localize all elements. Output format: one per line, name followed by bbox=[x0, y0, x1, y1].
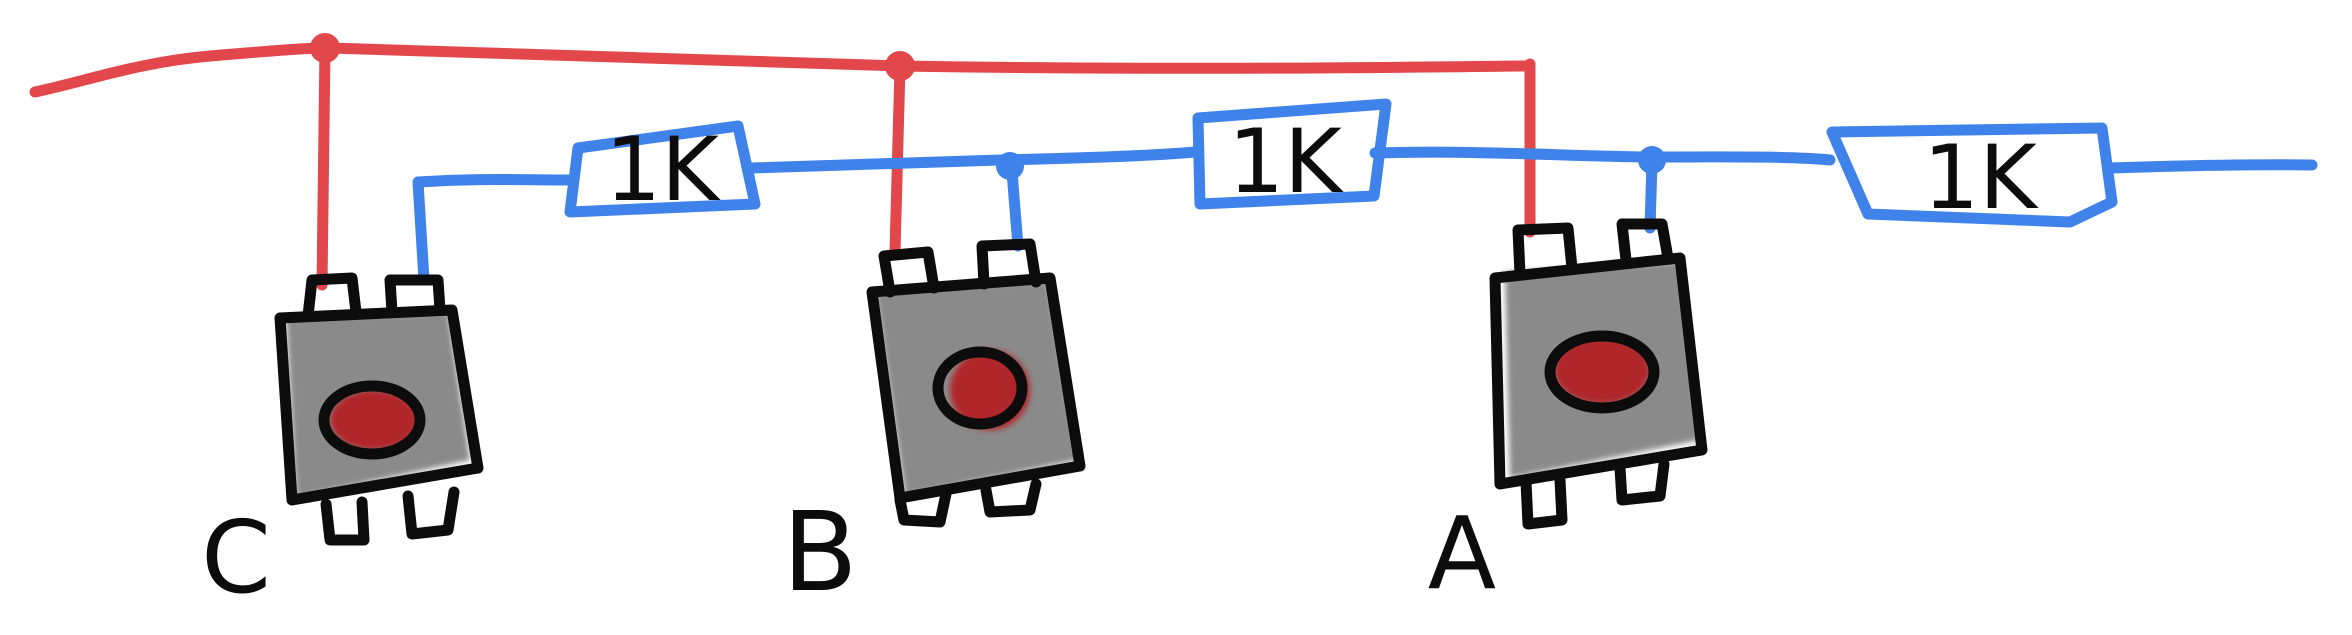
resistor-3: 1K bbox=[1826, 122, 2118, 229]
junction-dot bbox=[1638, 146, 1666, 174]
button-label-c: C bbox=[201, 499, 271, 616]
junction-dot bbox=[310, 33, 340, 63]
push-button-b bbox=[866, 238, 1086, 528]
resistor-1: 1K bbox=[564, 118, 761, 221]
resistor-label: 1K bbox=[1923, 126, 2039, 229]
signal-line bbox=[412, 146, 2318, 286]
power-drop-c bbox=[316, 42, 331, 291]
signal-drop-b bbox=[1006, 166, 1024, 252]
junction-dot bbox=[996, 152, 1024, 180]
button-label-a: A bbox=[1428, 495, 1496, 612]
resistor-label: 1K bbox=[605, 118, 721, 221]
junction-dot bbox=[885, 51, 915, 81]
push-button-a bbox=[1489, 218, 1708, 530]
resistor-2: 1K bbox=[1192, 98, 1392, 213]
push-button-c bbox=[274, 272, 484, 546]
button-cap bbox=[330, 390, 418, 450]
resistor-label: 1K bbox=[1228, 110, 1344, 213]
button-cap bbox=[1554, 336, 1650, 404]
button-label-b: B bbox=[782, 488, 857, 616]
